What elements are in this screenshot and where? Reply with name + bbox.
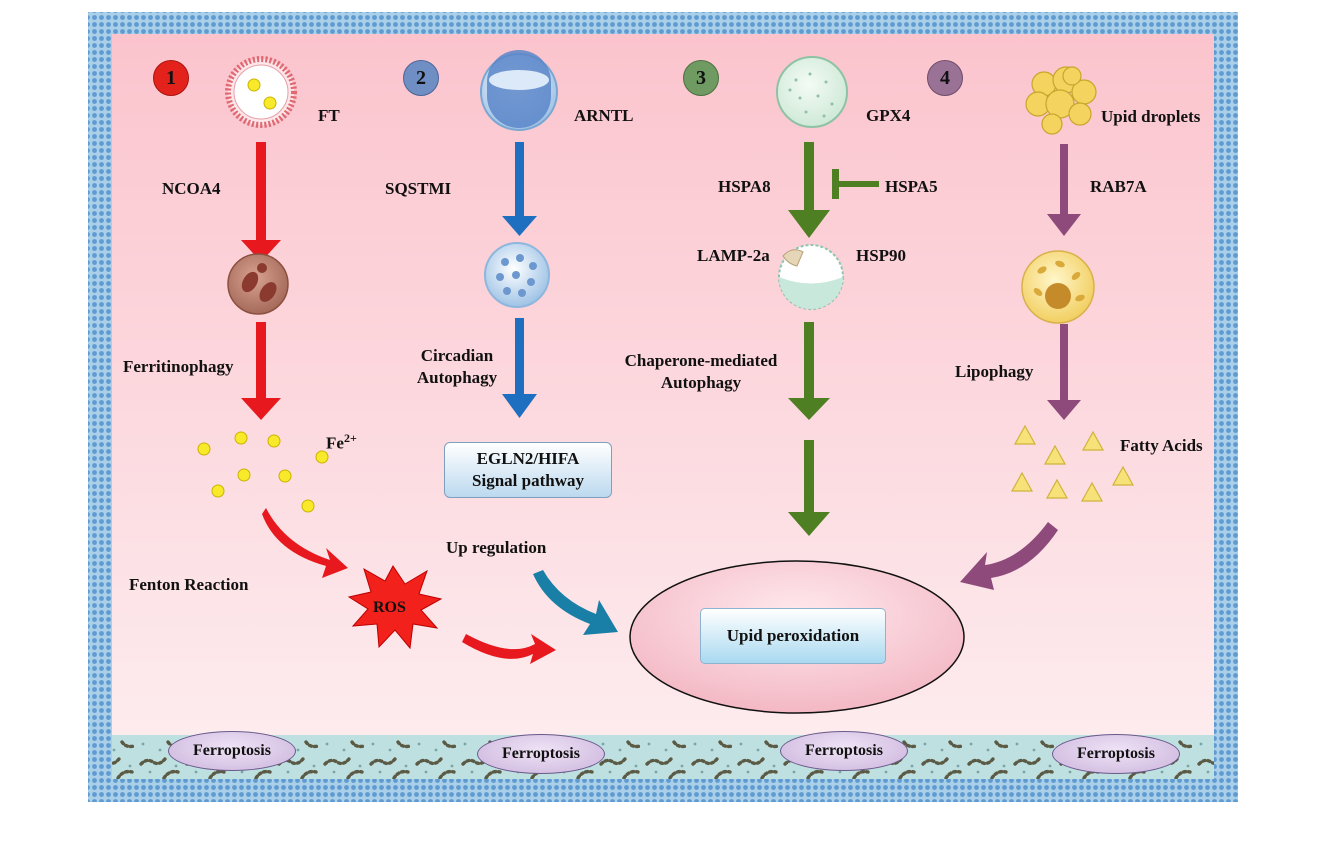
- ferroptosis-badge: Ferroptosis: [168, 731, 296, 771]
- autophagosome-red-icon: [227, 253, 289, 315]
- step-badge-1: 1: [153, 60, 189, 96]
- fe-ion-charge: 2+: [343, 431, 357, 445]
- step-badge-2: 2: [403, 60, 439, 96]
- ferroptosis-label: Ferroptosis: [193, 742, 271, 759]
- hspa8-label: HSPA8: [718, 177, 771, 196]
- arntl-label: ARNTL: [574, 106, 634, 125]
- ferroptosis-label: Ferroptosis: [1077, 745, 1155, 762]
- fe-ion-label: Fe2+: [326, 427, 357, 455]
- lamp2a-label: LAMP-2a: [697, 246, 770, 265]
- ferritinophagy-label: Ferritinophagy: [123, 357, 234, 376]
- circadian-line: Circadian: [420, 346, 494, 365]
- ft-label: FT: [318, 106, 340, 125]
- cma-line-1: Chaperone-mediated: [624, 351, 778, 370]
- circadian-autophagy-label: Circadian Autophagy: [405, 345, 509, 389]
- lipophagy-arrow: [1047, 324, 1081, 420]
- step-badge-4: 4: [927, 60, 963, 96]
- step-badge-3: 3: [683, 60, 719, 96]
- autophagy-line: Autophagy: [416, 368, 498, 387]
- fatty-acids-icon: [1010, 424, 1135, 502]
- egln2-hifa-signal-box: EGLN2/HIFA Signal pathway: [444, 442, 612, 498]
- signal-line-2: Signal pathway: [472, 471, 584, 490]
- lipid-droplets-label: Upid droplets: [1101, 107, 1201, 126]
- cma-line-2: Autophagy: [660, 373, 742, 392]
- ferroptosis-badge: Ferroptosis: [477, 734, 605, 774]
- ros-arrow: [462, 634, 556, 664]
- up-regulation-label: Up regulation: [446, 538, 547, 557]
- hspa5-label: HSPA5: [885, 177, 938, 196]
- cma-arrow: [788, 322, 830, 420]
- ros-star-icon: [347, 565, 443, 650]
- upregulation-arrow: [533, 570, 618, 635]
- ferroptosis-label: Ferroptosis: [502, 745, 580, 762]
- extracellular-matrix: [112, 735, 1214, 779]
- rab7a-arrow: [1047, 144, 1081, 236]
- hspa5-inhibitor-icon: [832, 169, 879, 199]
- ferroptosis-badge: Ferroptosis: [1052, 734, 1180, 774]
- sqstmi-arrow: [502, 142, 537, 236]
- ncoa4-label: NCOA4: [162, 179, 221, 198]
- lipid-droplets-icon: [1025, 66, 1097, 135]
- fe-ion-symbol: Fe: [326, 433, 344, 453]
- iron-ions-icon: [197, 431, 329, 513]
- ferritinophagy-arrow: [241, 322, 281, 420]
- arntl-sphere-icon: [480, 50, 558, 131]
- rab7a-label: RAB7A: [1090, 177, 1147, 196]
- ferroptosis-badge: Ferroptosis: [780, 731, 908, 771]
- fenton-reaction-label: Fenton Reaction: [129, 575, 249, 594]
- fatty-acids-label: Fatty Acids: [1120, 436, 1203, 455]
- lysosome-icon: [778, 244, 844, 310]
- lipophagy-label: Lipophagy: [955, 362, 1034, 381]
- autophagosome-blue-icon: [484, 242, 550, 308]
- ncoa4-arrow: [241, 142, 281, 262]
- gpx4-label: GPX4: [866, 106, 911, 125]
- signal-line-1: EGLN2/HIFA: [476, 449, 580, 468]
- fatty-acids-arrow: [960, 522, 1058, 590]
- lipid-peroxidation-label: Upid peroxidation: [726, 626, 860, 645]
- fenton-arrow: [262, 508, 348, 578]
- ros-label: ROS: [373, 599, 406, 616]
- hspa8-arrow: [788, 142, 830, 238]
- ferritin-icon: [225, 56, 297, 128]
- cma-label: Chaperone-mediated Autophagy: [603, 350, 799, 394]
- sqstmi-label: SQSTMI: [385, 179, 452, 198]
- cma-outcome-arrow: [788, 440, 830, 536]
- hsp90-label: HSP90: [856, 246, 907, 265]
- lipophagosome-icon: [1021, 250, 1095, 324]
- circadian-autophagy-arrow: [502, 318, 537, 418]
- gpx4-sphere-icon: [776, 56, 848, 128]
- ferroptosis-label: Ferroptosis: [805, 742, 883, 759]
- lipid-peroxidation-box: Upid peroxidation: [700, 608, 886, 664]
